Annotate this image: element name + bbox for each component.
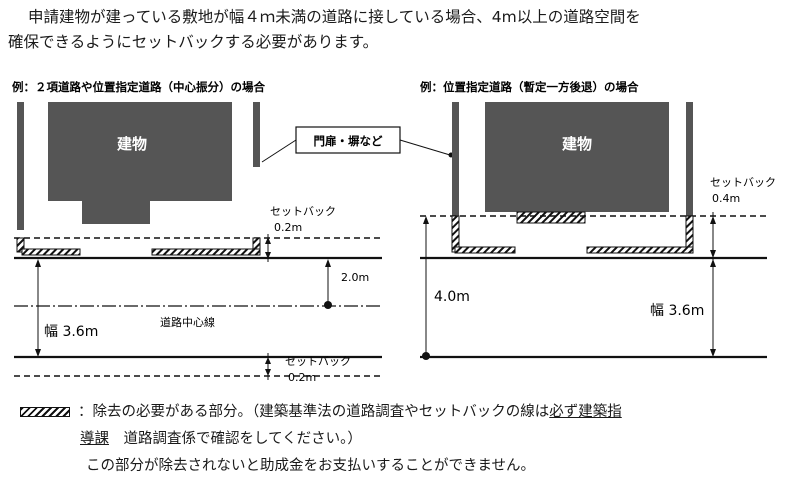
legend-line-3: この部分が除去されないと助成金をお支払いすることができません。: [86, 458, 536, 474]
intro-line-1: 申請建物が建っている敷地が幅４ｍ未満の道路に接している場合、4m以上の道路空間を: [28, 8, 641, 26]
callout-leader-left: [261, 139, 297, 163]
callout-box: [295, 126, 401, 154]
right-hatch-wall-2: [586, 246, 694, 254]
left-building: [48, 102, 232, 224]
legend-line-1: ：除去の必要がある部分。（建築基準法の道路調査やセットバックの線は必ず建築指: [20, 399, 785, 426]
left-fence-post-right: [253, 102, 260, 167]
right-setback-label: セットバック: [710, 176, 776, 189]
left-road-width-label: 幅 3.6m: [44, 324, 98, 340]
legend-line-1-text: ：除去の必要がある部分。（建築基準法の道路調査やセットバックの線は: [78, 404, 550, 420]
right-road-width-label: 幅 3.6m: [650, 303, 704, 319]
half-width-label: 2.0m: [341, 271, 369, 284]
left-diagram-title: 例：２項道路や位置指定道路（中心振分）の場合: [12, 80, 265, 94]
right-fence-post-right: [686, 102, 693, 216]
legend-line-2: 導課 道路調査係で確認をしてください。）: [20, 426, 785, 453]
callout-leader-right: [399, 139, 451, 156]
legend-line-2-text: 道路調査係で確認をしてください。）: [123, 431, 362, 447]
intro-line-2: 確保できるようにセットバックする必要があります。: [8, 33, 379, 51]
left-hatch-wall-2: [151, 248, 261, 256]
right-building-label: 建物: [562, 135, 592, 153]
hatch-legend-swatch: [20, 407, 70, 417]
intro-text: 申請建物が建っている敷地が幅４ｍ未満の道路に接している場合、4m以上の道路空間を…: [8, 5, 783, 55]
right-hatch-wall-1: [454, 246, 516, 254]
centerline-label: 道路中心線: [160, 315, 215, 329]
right-hatch-building: [516, 211, 586, 224]
left-setback-bottom-label: セットバック: [285, 355, 351, 368]
callout-label: 門扉・塀など: [314, 134, 383, 148]
right-setback-value: 0.4m: [712, 192, 740, 205]
legend-note: ：除去の必要がある部分。（建築基準法の道路調査やセットバックの線は必ず建築指 導…: [20, 399, 785, 480]
legend-line-2-emphasis: 導課: [80, 431, 109, 447]
left-hatch-wall-1: [21, 248, 81, 256]
left-building-label: 建物: [117, 135, 147, 153]
required-width-label: 4.0m: [434, 289, 470, 305]
left-fence-post-left: [17, 102, 24, 230]
right-building: [485, 102, 669, 212]
left-hatch-post-left: [16, 237, 25, 253]
left-setback-top-value: 0.2m: [274, 221, 302, 234]
legend-line-1-emphasis: 必ず建築指: [549, 404, 622, 420]
right-diagram-title: 例：位置指定道路（暫定一方後退）の場合: [420, 80, 639, 94]
left-setback-bottom-value: 0.2m: [288, 371, 316, 384]
left-setback-top-label: セットバック: [270, 205, 336, 218]
right-fence-post-left: [452, 102, 459, 216]
